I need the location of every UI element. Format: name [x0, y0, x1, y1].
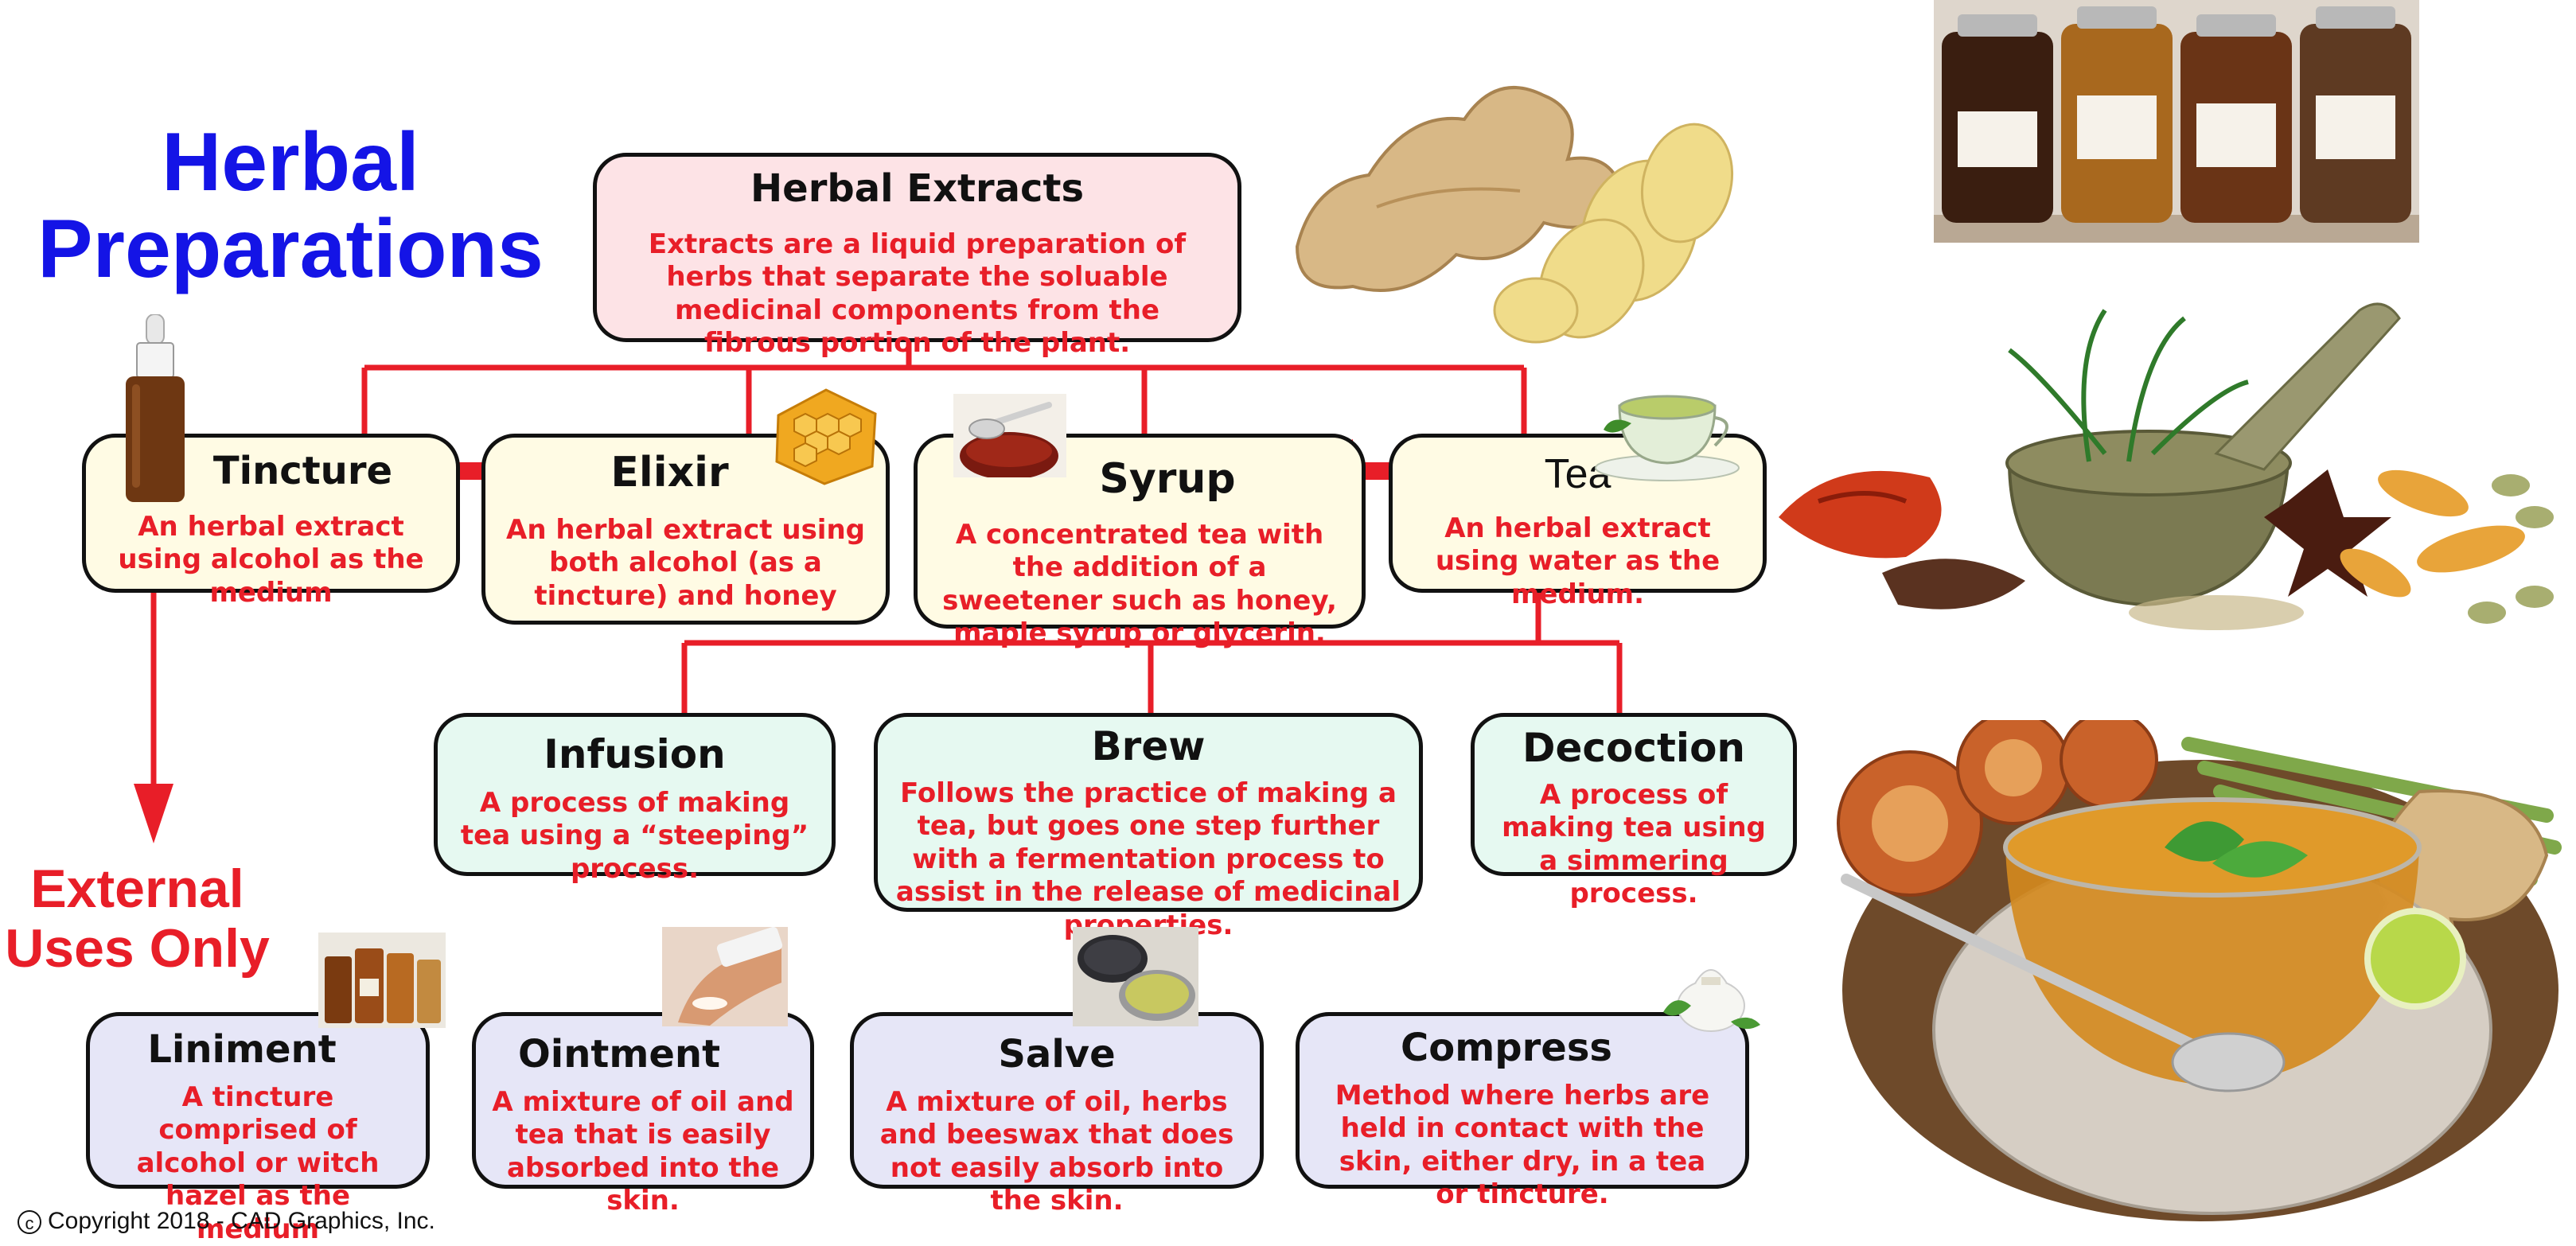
- tea-text: An herbal extract using water as the med…: [1435, 512, 1721, 610]
- infusion-heading: Infusion: [544, 731, 726, 777]
- liniment-bottles-icon: [318, 933, 446, 1028]
- brew-heading: Brew: [1091, 723, 1206, 769]
- herbal-extracts-node: Herbal Extracts Extracts are a liquid pr…: [593, 153, 1241, 359]
- liniment-heading: Liniment: [147, 1027, 337, 1072]
- syrup-heading: Syrup: [1099, 455, 1236, 503]
- elixir-node: Elixir An herbal extract using both alco…: [481, 434, 890, 625]
- compress-bundle-icon: [1663, 969, 1760, 1032]
- infusion-text: A process of making tea using a “steepin…: [460, 787, 809, 885]
- syrup-node: Syrup A concentrated tea with the additi…: [914, 434, 1366, 649]
- herbal-extracts-heading: Herbal Extracts: [750, 166, 1085, 211]
- ointment-tube-icon: [662, 927, 788, 1026]
- salve-text: A mixture of oil, herbs and beeswax that…: [879, 1086, 1234, 1217]
- compress-node: Compress Method where herbs are held in …: [1296, 1012, 1749, 1210]
- brew-text: Follows the practice of making a tea, bu…: [895, 777, 1401, 941]
- ointment-heading: Ointment: [517, 1032, 721, 1077]
- brew-node: Brew Follows the practice of making a te…: [874, 713, 1423, 941]
- syrup-text: A concentrated tea with the addition of …: [942, 519, 1337, 650]
- page-title-line1: Herbal: [162, 116, 419, 208]
- page-title: Herbal Preparations: [16, 119, 565, 293]
- elixir-text: An herbal extract using both alcohol (as…: [506, 514, 865, 612]
- external-arrowhead: [134, 784, 173, 843]
- decoction-heading: Decoction: [1522, 725, 1746, 771]
- dropper-bottle-icon: [126, 314, 185, 502]
- page-title-line2: Preparations: [37, 203, 544, 296]
- herb-jars-photo: [1934, 0, 2419, 243]
- ginger-root-photo: [1295, 86, 1734, 344]
- tea-connector: [681, 593, 1623, 713]
- tincture-text: An herbal extract using alcohol as the m…: [118, 511, 424, 609]
- decoction-node: Decoction A process of making tea using …: [1471, 713, 1797, 909]
- external-uses-line2: Uses Only: [5, 917, 270, 979]
- copyright-icon: c: [18, 1210, 41, 1235]
- salve-node: Salve A mixture of oil, herbs and beeswa…: [850, 1012, 1264, 1217]
- ointment-text: A mixture of oil and tea that is easily …: [492, 1086, 794, 1217]
- liniment-text: A tincture comprised of alcohol or witch…: [136, 1081, 380, 1245]
- salve-heading: Salve: [998, 1032, 1116, 1077]
- copyright-text: Copyright 2018 - CAD Graphics, Inc.: [48, 1208, 435, 1234]
- herbal-tea-cup-photo: [1837, 720, 2562, 1221]
- infusion-node: Infusion A process of making tea using a…: [434, 713, 836, 885]
- tea-cup-icon: [1595, 395, 1740, 481]
- copyright-notice: c Copyright 2018 - CAD Graphics, Inc.: [18, 1208, 435, 1235]
- honeycomb-icon: [775, 388, 877, 485]
- root-connector: [361, 328, 1527, 434]
- tea-heading: Tea: [1544, 451, 1611, 497]
- salve-tin-icon: [1073, 927, 1198, 1026]
- external-uses-title: External Uses Only: [0, 859, 275, 979]
- mortar-spices-photo: [1779, 302, 2554, 630]
- ointment-node: Ointment A mixture of oil and tea that i…: [472, 1012, 814, 1217]
- decoction-text: A process of making tea using a simmerin…: [1502, 779, 1766, 910]
- elixir-heading: Elixir: [610, 449, 729, 496]
- syrup-spoon-icon: [953, 394, 1066, 477]
- compress-text: Method where herbs are held in contact w…: [1335, 1080, 1710, 1211]
- liniment-node: Liniment A tincture comprised of alcohol…: [86, 1012, 430, 1245]
- herbal-extracts-text: Extracts are a liquid preparation of her…: [648, 228, 1187, 360]
- external-uses-line1: External: [30, 859, 244, 919]
- compress-heading: Compress: [1401, 1026, 1612, 1070]
- tincture-heading: Tincture: [212, 449, 393, 493]
